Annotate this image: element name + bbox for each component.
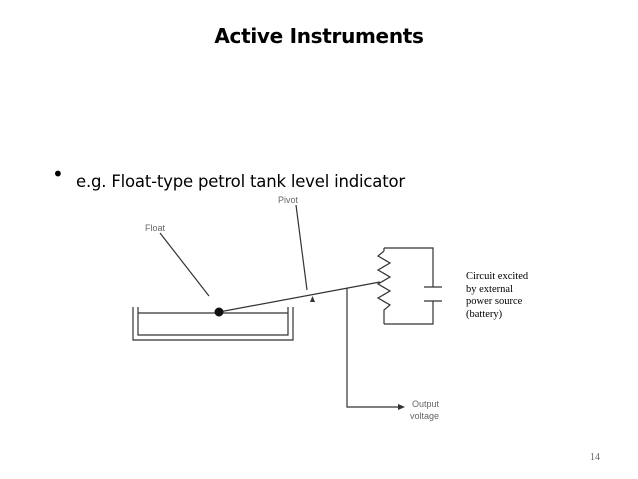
note-line: by external [466,283,513,295]
note-line: Circuit excited [466,271,529,282]
circuit-bottom-wire [384,301,434,325]
pivot-label: Pivot [278,195,299,205]
output-wire [346,288,398,408]
bullet-marker: • [52,162,64,186]
float-leader [159,232,210,297]
circuit-top-wire [383,247,434,287]
bullet-text: e.g. Float-type petrol tank level indica… [76,172,405,191]
potentiometer-resistor [376,250,392,324]
note-line: power source [466,296,523,308]
slide-title: Active Instruments [214,24,424,48]
float-label: Float [145,223,166,233]
page-number: 14 [590,452,600,463]
output-arrow [398,404,405,410]
tank-outline [132,307,294,341]
pivot-marker [310,296,315,302]
float-ball [214,307,224,317]
pivot-leader [295,204,308,291]
circuit-note: Circuit excited by external power source… [466,271,576,321]
note-line: (battery) [466,308,503,320]
tank-inner [137,307,289,336]
float-arm [218,281,381,313]
output-label-line1: Output [412,399,440,409]
output-label-line2: voltage [410,411,439,421]
